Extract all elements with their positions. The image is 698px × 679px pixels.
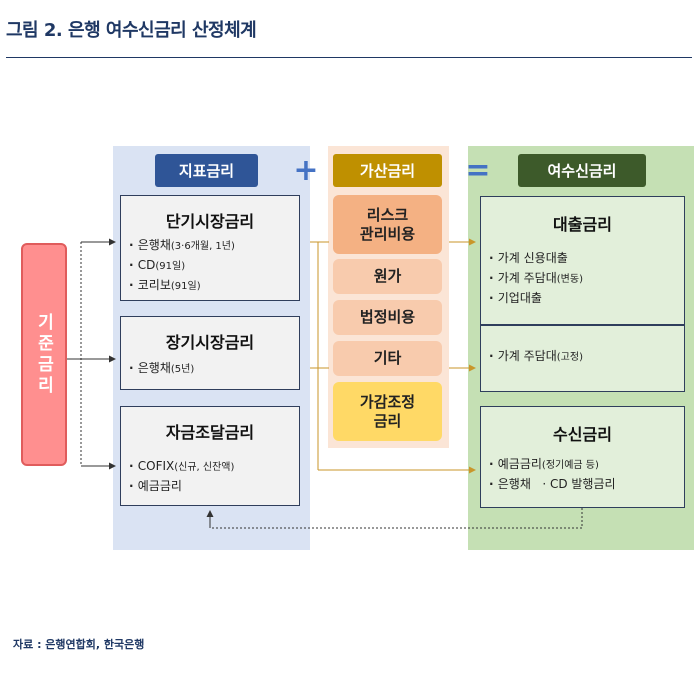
bullet-list: COFIX(신규, 신잔액) 예금금리 bbox=[129, 457, 235, 497]
spread-cost: 원가 bbox=[333, 259, 442, 294]
loan-divider bbox=[481, 324, 684, 326]
spread-header: 가산금리 bbox=[333, 154, 442, 187]
long-term-market-rate-card: 장기시장금리 은행채(5년) bbox=[120, 316, 300, 390]
index-rate-header: 지표금리 bbox=[155, 154, 258, 187]
base-rate-arrows bbox=[67, 238, 116, 470]
bullet-list: 은행채(3·6개월, 1년) CD(91일) 코리보(91일) bbox=[129, 236, 235, 296]
source-note: 자료 : 은행연합회, 한국은행 bbox=[13, 638, 145, 651]
list-item: 은행채 · CD 발행금리 bbox=[489, 475, 616, 493]
index-to-rate-arrows bbox=[310, 238, 476, 474]
list-item: 가계 주담대(변동) bbox=[489, 269, 583, 289]
loan-rate-card: 대출금리 가계 신용대출 가계 주담대(변동) 기업대출 가계 주담대(고정) bbox=[480, 196, 685, 392]
card-title: 자금조달금리 bbox=[165, 423, 255, 442]
base-rate-label: 기준금리 bbox=[33, 312, 54, 397]
short-term-market-rate-card: 단기시장금리 은행채(3·6개월, 1년) CD(91일) 코리보(91일) bbox=[120, 195, 300, 301]
bullet-list: 은행채(5년) bbox=[129, 359, 195, 379]
card-title: 장기시장금리 bbox=[165, 333, 255, 352]
list-item: CD(91일) bbox=[129, 256, 235, 276]
equals-icon: = bbox=[465, 152, 491, 188]
list-item: 은행채(3·6개월, 1년) bbox=[129, 236, 235, 256]
deposit-rate-card: 수신금리 예금금리(정기예금 등) 은행채 · CD 발행금리 bbox=[480, 406, 685, 508]
list-item: COFIX(신규, 신잔액) bbox=[129, 457, 235, 477]
list-item: 은행채(5년) bbox=[129, 359, 195, 379]
title-rule bbox=[6, 57, 692, 58]
spread-legal-cost: 법정비용 bbox=[333, 300, 442, 335]
spread-other: 기타 bbox=[333, 341, 442, 376]
figure-title: 그림 2. 은행 여수신금리 산정체계 bbox=[6, 20, 257, 41]
card-title: 단기시장금리 bbox=[165, 212, 255, 231]
card-title: 대출금리 bbox=[553, 215, 612, 234]
deposit-feedback-arrow bbox=[206, 508, 583, 529]
card-title: 수신금리 bbox=[553, 425, 612, 444]
list-item: 예금금리(정기예금 등) bbox=[489, 455, 616, 475]
list-item: 가계 주담대(고정) bbox=[489, 347, 583, 367]
plus-icon: + bbox=[293, 152, 319, 188]
list-item: 예금금리 bbox=[129, 477, 234, 497]
list-item: 가계 신용대출 bbox=[489, 249, 583, 269]
list-item: 코리보(91일) bbox=[129, 276, 235, 296]
bullet-list: 가계 주담대(고정) bbox=[489, 347, 583, 367]
funding-rate-card: 자금조달금리 COFIX(신규, 신잔액) 예금금리 bbox=[120, 406, 300, 506]
list-item: 기업대출 bbox=[489, 289, 583, 309]
bullet-list: 가계 신용대출 가계 주담대(변동) 기업대출 bbox=[489, 249, 583, 309]
bullet-list: 예금금리(정기예금 등) 은행채 · CD 발행금리 bbox=[489, 455, 616, 493]
bank-rate-header: 여수신금리 bbox=[518, 154, 646, 187]
base-rate-box: 기준금리 bbox=[21, 243, 67, 466]
